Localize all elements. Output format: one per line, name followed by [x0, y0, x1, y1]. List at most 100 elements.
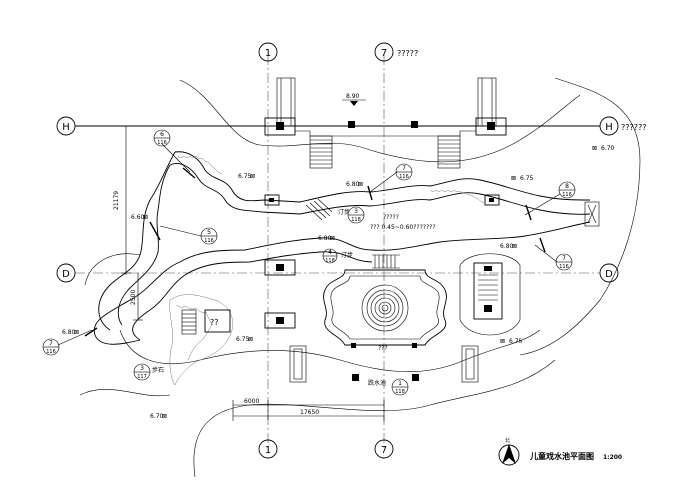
svg-text:6: 6	[160, 131, 164, 138]
right-pergola-post	[477, 77, 497, 127]
stepping-stones-center	[372, 254, 400, 269]
svg-text:8: 8	[565, 183, 569, 190]
stepping-stones-upper	[305, 198, 333, 221]
svg-text:⊠: ⊠	[250, 173, 255, 180]
rock-block-1	[264, 194, 280, 206]
axis-D-left-label: D	[62, 269, 70, 280]
axis-7-top-bubble	[374, 42, 394, 62]
right-pavilion-outline	[459, 253, 521, 336]
svg-text:5: 5	[207, 229, 211, 236]
svg-text:118: 118	[325, 258, 335, 264]
elev-680-d: 6.80	[62, 329, 76, 336]
column-d2	[264, 312, 296, 329]
label-pool: 跌水池	[368, 379, 386, 387]
svg-text:116: 116	[157, 140, 167, 146]
elevation-markers: 6.75 ⊠ 6.80 ⊠ 6.75 ⊠ 6.70 ⊠ 6.60 ⊠ 6.80 …	[62, 145, 615, 420]
fountain-outer-ring	[361, 284, 409, 332]
axis-D-right-bubble	[599, 263, 619, 283]
elev-675-a: 6.75	[238, 173, 252, 180]
pool-meander	[93, 198, 591, 345]
svg-text:⊠: ⊠	[248, 336, 253, 343]
title-block: 北 儿童戏水池平面图 1:200	[498, 437, 622, 466]
axis-H-left-label: H	[62, 122, 70, 133]
axis-H-right-label: H	[605, 122, 613, 133]
left-pergola-post	[276, 77, 296, 127]
bench-left	[289, 345, 307, 383]
dimensions: 21179 2500 6000 17650	[113, 125, 385, 421]
svg-text:⊠: ⊠	[358, 181, 363, 188]
label-stone-steps: 步石	[152, 366, 164, 374]
label-note-q: ?????	[383, 214, 399, 221]
outlet-structure	[584, 201, 600, 227]
svg-text:116: 116	[204, 238, 214, 244]
axis-1-top-bubble	[258, 42, 278, 62]
drawing-scale: 1:200	[603, 454, 622, 461]
dim-horiz-b: 17650	[300, 409, 319, 416]
level-marker-icon	[350, 101, 358, 106]
svg-text:⊠: ⊠	[512, 243, 517, 250]
axis-1-bottom-bubble	[258, 439, 278, 459]
elev-670-a: 6.70	[601, 145, 615, 152]
svg-text:⊠: ⊠	[143, 214, 148, 221]
axis-H-note: ??????	[621, 123, 646, 132]
elev-660: 6.60	[131, 214, 145, 221]
dim-vert-short: 2500	[130, 290, 137, 305]
svg-text:4: 4	[328, 249, 332, 256]
svg-text:7: 7	[402, 165, 406, 172]
svg-text:⊠: ⊠	[592, 145, 597, 152]
text-labels: 汀步 汀步 步石 ????? ??? 0.45~0.60??????? 跌水池	[152, 208, 436, 387]
label-path-2: 汀步	[341, 251, 353, 259]
svg-text:116: 116	[399, 174, 409, 180]
top-structure: 8.90	[264, 77, 507, 169]
svg-text:118: 118	[395, 389, 405, 395]
column-right	[475, 117, 507, 136]
column-left	[264, 117, 296, 136]
elev-670-b: 6.70	[150, 413, 164, 420]
landscape-boundaries	[79, 77, 641, 478]
svg-text:⊠: ⊠	[162, 413, 167, 420]
axis-7-note: ?????	[397, 49, 418, 58]
rock-block-2	[484, 194, 500, 206]
svg-text:118: 118	[351, 217, 361, 223]
elev-680-a: 6.80	[346, 181, 360, 188]
pier-2	[411, 121, 418, 128]
svg-text:3: 3	[354, 208, 358, 215]
svg-text:116: 116	[559, 264, 569, 270]
svg-text:⊠: ⊠	[500, 338, 505, 345]
drawing-title: 儿童戏水池平面图	[529, 451, 594, 461]
pier-1	[348, 121, 355, 128]
axis-1-top-label: 1	[265, 48, 271, 59]
axis-H-left-bubble	[56, 116, 76, 136]
axis-7-bottom-label: 7	[381, 445, 387, 456]
axis-7-top-label: 7	[381, 48, 387, 59]
axis-D-left-bubble	[56, 263, 76, 283]
elev-675-c: 6.75	[236, 336, 250, 343]
elev-top: 8.90	[346, 93, 360, 100]
pavilion-box	[204, 309, 231, 333]
svg-text:7: 7	[562, 255, 566, 262]
svg-text:117: 117	[137, 374, 147, 380]
north-label: 北	[505, 437, 510, 444]
svg-text:⊠: ⊠	[330, 235, 335, 242]
axis-H-right-bubble	[599, 116, 619, 136]
axis-1-bottom-label: 1	[265, 445, 271, 456]
elev-680-c: 6.80	[500, 243, 514, 250]
svg-text:116: 116	[46, 349, 56, 355]
central-fountain: ???	[323, 269, 447, 352]
column-d1	[264, 259, 296, 276]
bench-right	[461, 345, 479, 383]
columns	[264, 194, 521, 383]
dim-horiz-a: 6000	[244, 398, 259, 405]
axis-7-bottom-bubble	[374, 439, 394, 459]
label-depth-note: ??? 0.45~0.60???????	[370, 224, 436, 231]
rock-garden: ??	[169, 294, 233, 386]
elev-675-b: 6.75	[520, 175, 534, 182]
svg-text:7: 7	[49, 340, 53, 347]
svg-text:⊠: ⊠	[74, 329, 79, 336]
svg-text:116: 116	[562, 192, 572, 198]
grid-axes: 1 1 7 ????? 7 H H ?????? D D	[56, 42, 646, 459]
elev-675-d: 6.75	[509, 338, 523, 345]
section-callouts: 6 116 7 116 8 116 5 116 3 118 7 116	[42, 129, 576, 396]
dim-vert-long: 21179	[113, 191, 120, 210]
